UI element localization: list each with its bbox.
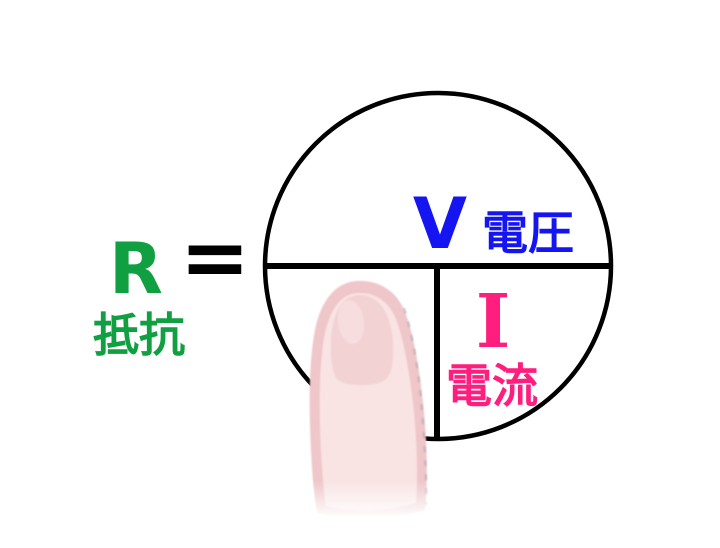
- current-label: 電流: [446, 359, 538, 413]
- resistance-label: 抵抗: [93, 308, 185, 362]
- equals-sign: =: [180, 208, 250, 306]
- voltage-symbol: V: [413, 183, 467, 265]
- finger-nail-highlight: [337, 300, 365, 344]
- finger-edge-shading: [402, 307, 428, 506]
- current-symbol: I: [476, 279, 511, 365]
- resistance-symbol: R: [109, 228, 163, 310]
- finger-illustration: [309, 280, 428, 520]
- voltage-label: 電圧: [482, 206, 574, 260]
